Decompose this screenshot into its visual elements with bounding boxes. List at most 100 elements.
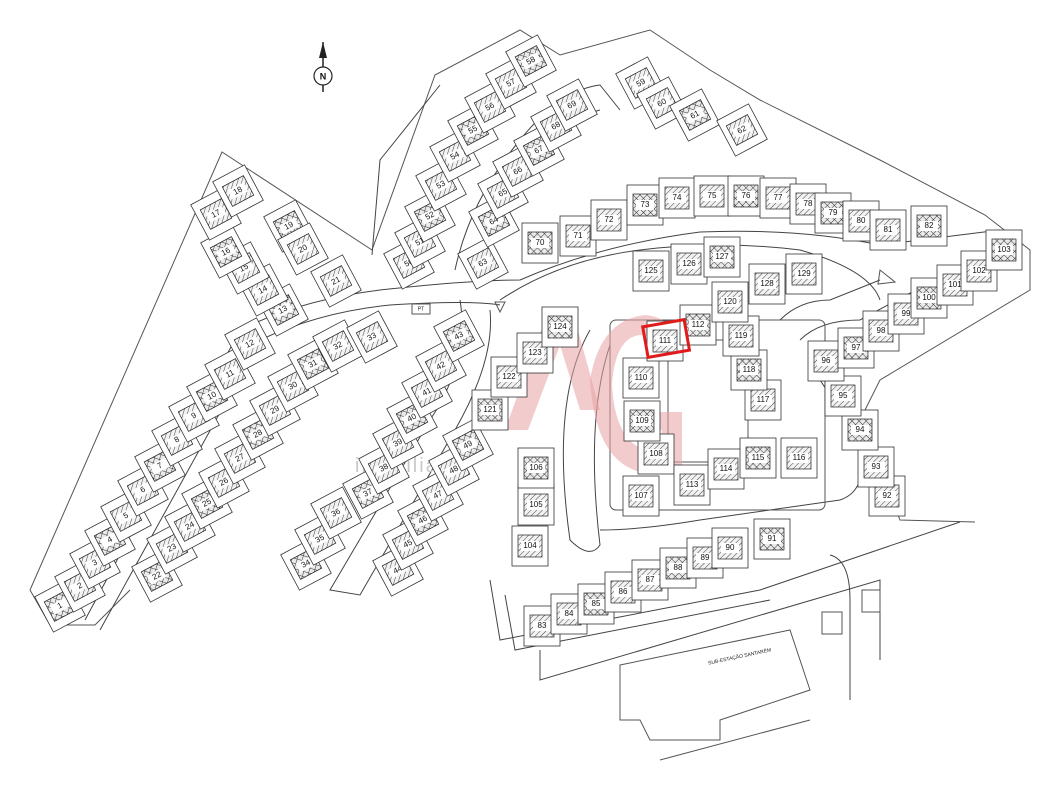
lot-82[interactable]: 82 xyxy=(910,205,948,247)
lot-number-bg xyxy=(995,245,1013,255)
lot-number-bg xyxy=(561,96,583,114)
lot-36[interactable]: 36 xyxy=(310,486,362,540)
lot-124[interactable]: 124 xyxy=(541,306,579,348)
lot-number-bg xyxy=(179,517,201,535)
highlighted-lot-111[interactable] xyxy=(640,317,692,360)
lot-117[interactable]: 117 xyxy=(744,379,782,421)
lot-number-bg xyxy=(970,266,988,276)
lot-63[interactable]: 63 xyxy=(457,236,509,290)
lot-number-bg xyxy=(867,462,885,472)
lot-62[interactable]: 62 xyxy=(716,103,768,157)
lot-70[interactable]: 70 xyxy=(521,222,559,264)
lot-18[interactable]: 18 xyxy=(212,164,264,218)
lot-number-bg xyxy=(790,453,808,463)
lot-12[interactable]: 12 xyxy=(224,317,276,371)
lot-113[interactable]: 113 xyxy=(673,464,711,506)
lot-49[interactable]: 49 xyxy=(442,418,494,472)
lot-17[interactable]: 17 xyxy=(190,187,242,241)
lot-number-bg xyxy=(703,191,721,201)
lot-number-bg xyxy=(737,191,755,201)
lot-78[interactable]: 78 xyxy=(789,183,827,225)
lot-16[interactable]: 16 xyxy=(200,225,252,279)
lot-number-bg xyxy=(520,52,542,70)
lot-number: 88 xyxy=(674,563,683,572)
lot-125[interactable]: 125 xyxy=(632,250,670,292)
lot-123[interactable]: 123 xyxy=(516,332,554,374)
lot-number-bg xyxy=(551,322,569,332)
lot-120[interactable]: 120 xyxy=(711,281,749,323)
lot-number: 109 xyxy=(635,416,649,425)
lot-number-bg xyxy=(115,507,137,525)
lot-number-bg xyxy=(527,500,545,510)
lot-60[interactable]: 60 xyxy=(636,76,688,130)
lot-number: 91 xyxy=(768,534,777,543)
lot-number: 118 xyxy=(743,365,756,374)
lot-76[interactable]: 76 xyxy=(727,175,765,217)
lot-128[interactable]: 128 xyxy=(748,263,786,305)
lot-number-bg xyxy=(264,401,286,419)
lot-90[interactable]: 90 xyxy=(711,527,749,569)
lot-number-bg xyxy=(215,243,237,261)
lot-20[interactable]: 20 xyxy=(277,222,329,276)
lot-number: 120 xyxy=(723,297,737,306)
lot-number: 94 xyxy=(856,425,865,434)
lot-109[interactable]: 109 xyxy=(623,400,661,442)
lot-81[interactable]: 81 xyxy=(869,209,907,251)
lot-21[interactable]: 21 xyxy=(310,254,362,308)
lot-number: 123 xyxy=(528,348,542,357)
lot-107[interactable]: 107 xyxy=(622,475,660,517)
lot-number: 96 xyxy=(822,356,831,365)
lot-115[interactable]: 115 xyxy=(739,437,777,479)
lot-127[interactable]: 127 xyxy=(703,236,741,278)
lot-116[interactable]: 116 xyxy=(780,437,818,479)
lot-number-bg xyxy=(325,504,347,522)
lot-number-bg xyxy=(669,563,687,573)
lot-74[interactable]: 74 xyxy=(658,177,696,219)
lot-number: 85 xyxy=(592,599,601,608)
lot-number: 3 xyxy=(91,557,100,567)
lot-95[interactable]: 95 xyxy=(824,375,862,417)
lot-number-bg xyxy=(569,231,587,241)
lot-43[interactable]: 43 xyxy=(433,309,485,363)
lot-number: 97 xyxy=(852,343,861,352)
lot-number: 79 xyxy=(829,208,838,217)
lot-126[interactable]: 126 xyxy=(670,243,708,285)
lot-72[interactable]: 72 xyxy=(590,199,628,241)
lot-110[interactable]: 110 xyxy=(622,357,660,399)
lot-103[interactable]: 103 xyxy=(985,229,1023,271)
lot-106[interactable]: 106 xyxy=(517,447,555,489)
lot-94[interactable]: 94 xyxy=(841,409,879,451)
lot-number: 90 xyxy=(726,543,735,552)
lot-number-bg xyxy=(642,266,660,276)
lot-111[interactable]: 111 xyxy=(646,320,684,362)
lot-number-bg xyxy=(614,587,632,597)
lot-71[interactable]: 71 xyxy=(559,215,597,257)
lot-69[interactable]: 69 xyxy=(546,78,598,132)
lot-104[interactable]: 104 xyxy=(511,525,549,567)
lot-58[interactable]: 58 xyxy=(505,34,557,88)
lot-number-bg xyxy=(444,147,466,165)
lot-number-bg xyxy=(521,541,539,551)
lot-91[interactable]: 91 xyxy=(753,518,791,560)
lot-75[interactable]: 75 xyxy=(693,175,731,217)
lot-105[interactable]: 105 xyxy=(517,484,555,526)
lot-129[interactable]: 129 xyxy=(785,253,823,295)
lot-number-bg xyxy=(689,320,707,330)
lot-114[interactable]: 114 xyxy=(707,448,745,490)
lot-number-bg xyxy=(327,337,349,355)
lot-119[interactable]: 119 xyxy=(722,315,760,357)
lot-number-bg xyxy=(795,269,813,279)
lot-number-bg xyxy=(472,254,494,272)
lot-number: 70 xyxy=(536,238,545,247)
lot-93[interactable]: 93 xyxy=(857,446,895,488)
lot-number-bg xyxy=(132,481,154,499)
lot-number-bg xyxy=(302,355,324,373)
lot-73[interactable]: 73 xyxy=(626,184,664,226)
lot-number-bg xyxy=(754,395,772,405)
lot-61[interactable]: 61 xyxy=(669,88,721,142)
lot-number: 125 xyxy=(644,266,658,275)
lot-number-bg xyxy=(758,279,776,289)
lot-number: 107 xyxy=(634,491,648,500)
lot-33[interactable]: 33 xyxy=(346,310,398,364)
lot-number-bg xyxy=(430,176,452,194)
